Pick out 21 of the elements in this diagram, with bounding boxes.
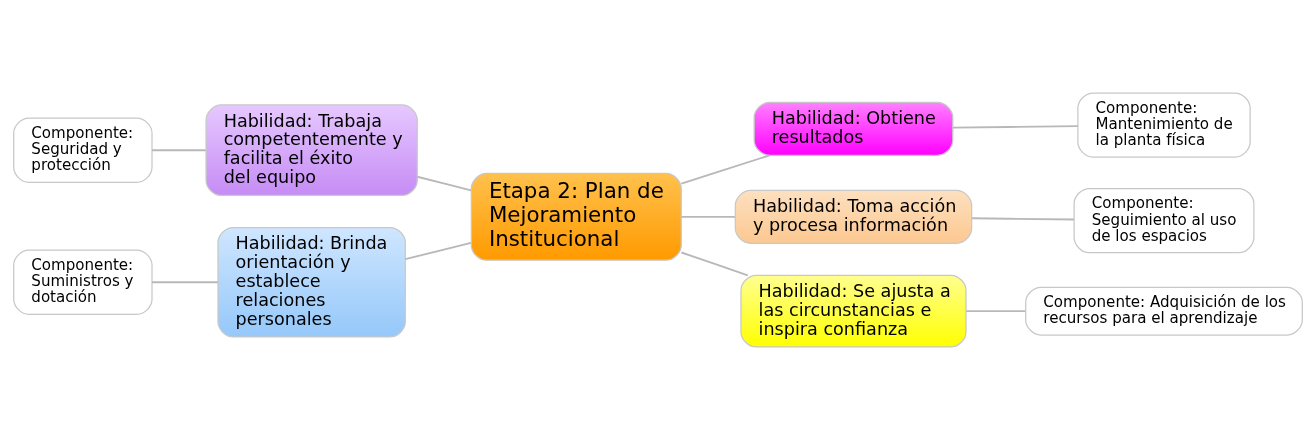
node-box: Componente: Mantenimiento de la planta física — [1077, 92, 1251, 158]
node-box: Habilidad: Se ajusta a las circunstancias e inspira confianza — [740, 274, 967, 348]
connector — [680, 215, 736, 218]
node-box: Componente: Adquisición de los recursos para el aprendizaje — [1025, 286, 1303, 336]
node-box: Componente: Seguridad y protección — [13, 117, 153, 183]
node-box: Componente: Suministros y dotación — [13, 249, 153, 315]
connector — [680, 154, 771, 185]
node-box: Componente: Seguimiento al uso de los espacios — [1073, 187, 1255, 254]
connector — [971, 217, 1075, 221]
node-box: Etapa 2: Plan de Mejoramiento Institucional — [470, 172, 682, 261]
connector — [965, 310, 1027, 313]
connector — [680, 251, 749, 277]
connector — [416, 175, 472, 192]
connector — [952, 125, 1079, 129]
node-box: Habilidad: Obtiene resultados — [753, 101, 954, 156]
node-box: Habilidad: Brinda orientación y establece relaciones personales — [217, 226, 406, 338]
connector — [151, 281, 219, 284]
connector — [404, 241, 472, 261]
connector — [151, 149, 207, 152]
node-box: Habilidad: Trabaja competentemente y facilita el éxito del equipo — [205, 104, 418, 197]
node-box: Habilidad: Toma acción y procesa información — [734, 189, 973, 244]
